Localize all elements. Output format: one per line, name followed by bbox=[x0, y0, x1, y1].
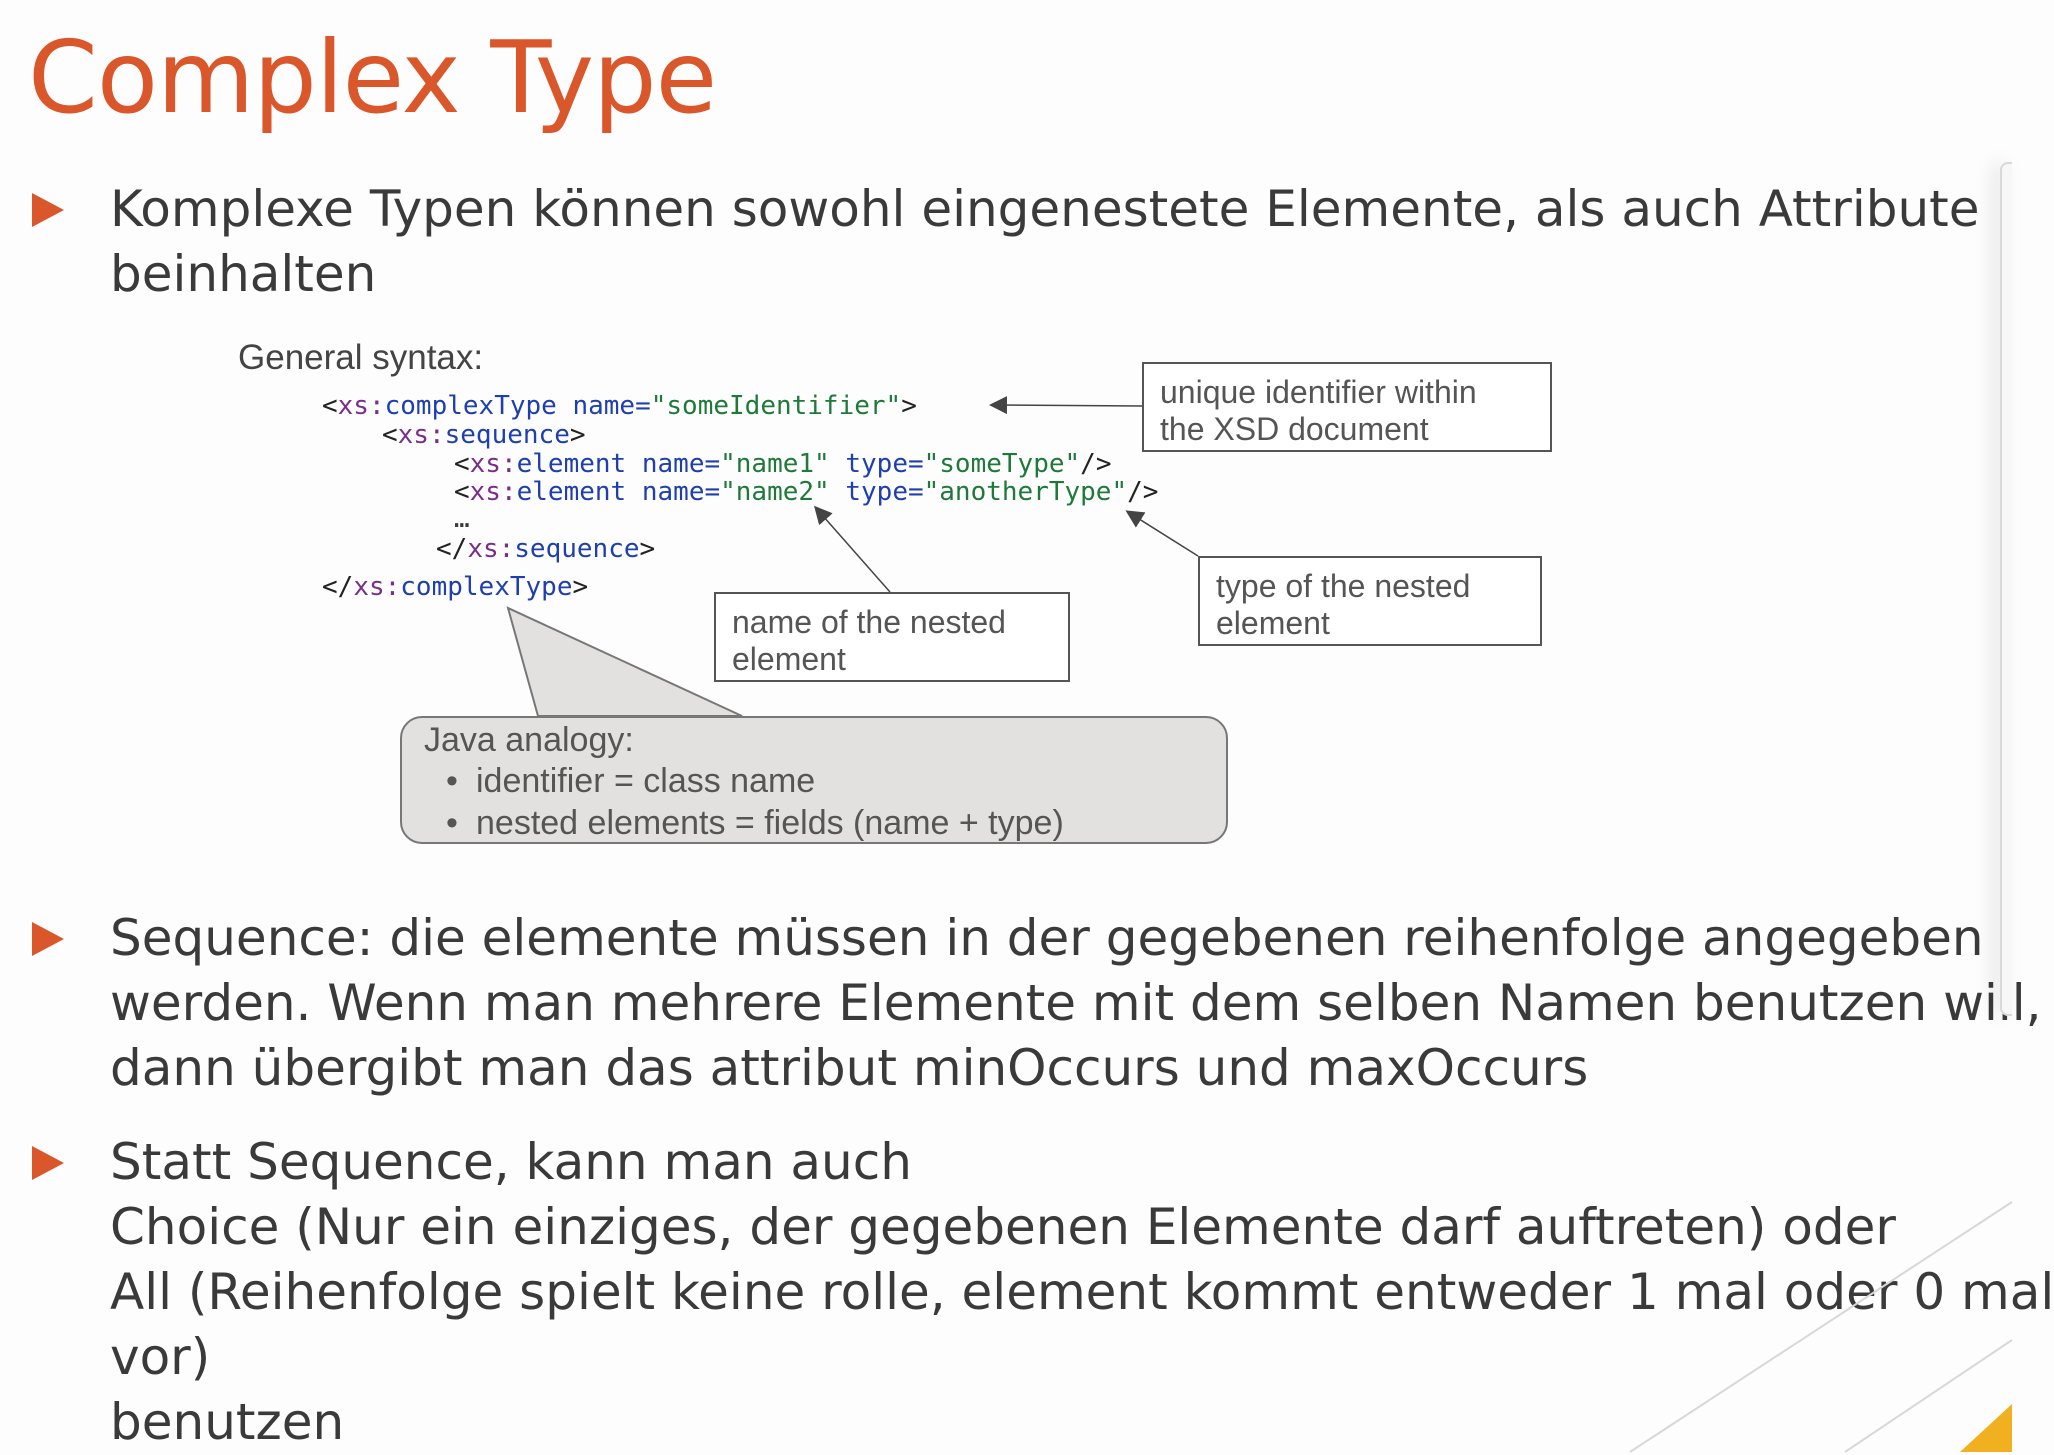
note-element-name: name of the nested element bbox=[714, 592, 1070, 682]
bullet-line: benutzen bbox=[110, 1393, 345, 1451]
bullet-line: beinhalten bbox=[110, 245, 377, 303]
identifier-arrow bbox=[989, 396, 1143, 415]
bullet-1: Komplexe Typen können sowohl eingenestet… bbox=[110, 177, 1980, 307]
figure-label: General syntax: bbox=[238, 338, 484, 377]
code-sequence-open: <xs:sequence> bbox=[382, 420, 586, 450]
bullet-line: vor) bbox=[110, 1328, 211, 1386]
bullet-2: Sequence: die elemente müssen in der geg… bbox=[110, 906, 2042, 1101]
code-sequence-close: </xs:sequence> bbox=[436, 534, 656, 564]
slide-title: Complex Type bbox=[28, 19, 717, 136]
side-panel-edge bbox=[2000, 162, 2012, 1016]
java-analogy-callout: Java analogy: •identifier = class name •… bbox=[400, 716, 1228, 844]
code-element-1: <xs:element name="name1" type="someType"… bbox=[454, 449, 1112, 479]
bullet-line: Choice (Nur ein einziges, der gegebenen … bbox=[110, 1198, 1896, 1256]
bullet-marker bbox=[32, 193, 64, 227]
bullet-marker bbox=[32, 1146, 64, 1180]
code-complextype-open: <xs:complexType name="someIdentifier"> bbox=[322, 391, 917, 421]
decorative-corner-lines bbox=[1629, 1201, 2013, 1453]
bullet-marker bbox=[32, 922, 64, 956]
java-analogy-item: •identifier = class name bbox=[446, 762, 816, 800]
note-element-type: type of the nested element bbox=[1198, 556, 1542, 646]
syntax-figure: General syntax: <xs:complexType name="so… bbox=[238, 338, 1552, 844]
bullet-line: dann übergibt man das attribut minOccurs… bbox=[110, 1039, 1589, 1097]
bullet-line: Sequence: die elemente müssen in der geg… bbox=[110, 909, 1984, 967]
bubble-tail bbox=[506, 606, 743, 717]
bullet-line: All (Reihenfolge spielt keine rolle, ele… bbox=[110, 1263, 2054, 1321]
java-analogy-heading: Java analogy: bbox=[424, 721, 634, 759]
bullet-line: werden. Wenn man mehrere Elemente mit de… bbox=[110, 974, 2042, 1032]
name-arrow bbox=[814, 505, 891, 593]
note-unique-identifier: unique identifier within the XSD documen… bbox=[1142, 362, 1552, 452]
callout-lines bbox=[506, 396, 1199, 717]
code-complextype-close: </xs:complexType> bbox=[322, 572, 589, 602]
type-arrow bbox=[1125, 510, 1199, 557]
bullet-line: Komplexe Typen können sowohl eingenestet… bbox=[110, 180, 1980, 238]
java-analogy-item: •nested elements = fields (name + type) bbox=[446, 804, 1064, 842]
code-element-2: <xs:element name="name2" type="anotherTy… bbox=[454, 477, 1159, 507]
bullet-3: Statt Sequence, kann man auch Choice (Nu… bbox=[110, 1130, 2054, 1455]
code-ellipsis: … bbox=[454, 504, 470, 534]
bullet-line: Statt Sequence, kann man auch bbox=[110, 1133, 912, 1191]
